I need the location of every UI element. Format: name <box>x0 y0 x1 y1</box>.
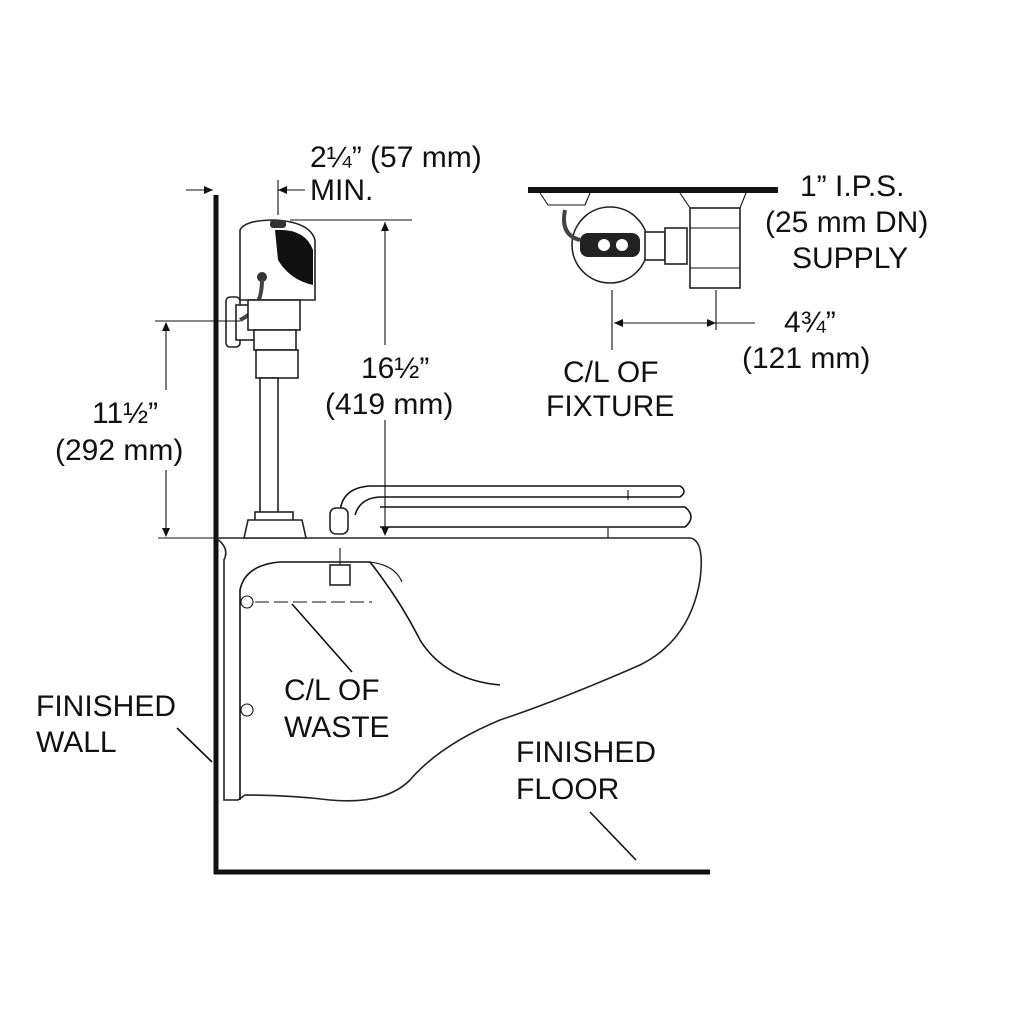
dimension-lines <box>155 180 755 861</box>
top-view <box>528 187 778 289</box>
min-label: MIN. <box>310 174 373 207</box>
toilet-bowl <box>213 537 703 802</box>
sensor-window <box>275 229 313 285</box>
offset-inch-label: 4¾” <box>784 306 836 339</box>
supply-dn-label: (25 mm DN) <box>765 206 928 239</box>
supply-label: SUPPLY <box>792 242 908 275</box>
flush-valve <box>225 219 316 539</box>
height-mm-label: (419 mm) <box>325 388 453 421</box>
supply-size-label: 1” I.P.S. <box>800 170 905 203</box>
finished-wall-label-1: FINISHED <box>36 690 176 723</box>
cl-fixture-label-2: FIXTURE <box>546 390 674 423</box>
rim-inch-label: 11½” <box>92 397 158 430</box>
rim-mm-label: (292 mm) <box>55 434 183 467</box>
finished-floor-label-1: FINISHED <box>516 736 656 769</box>
finished-wall-label-2: WALL <box>36 726 117 759</box>
finished-floor-label-2: FLOOR <box>516 773 619 806</box>
cl-waste-label-1: C/L OF <box>284 674 380 707</box>
cl-waste-label-2: WASTE <box>284 711 390 744</box>
offset-mm-label: (121 mm) <box>742 342 870 375</box>
flush-connection-pipe <box>329 485 692 538</box>
height-inch-label: 16½” <box>361 352 429 385</box>
min-offset-label: 2¼” (57 mm) <box>310 141 482 174</box>
cl-fixture-label-1: C/L OF <box>563 356 659 389</box>
